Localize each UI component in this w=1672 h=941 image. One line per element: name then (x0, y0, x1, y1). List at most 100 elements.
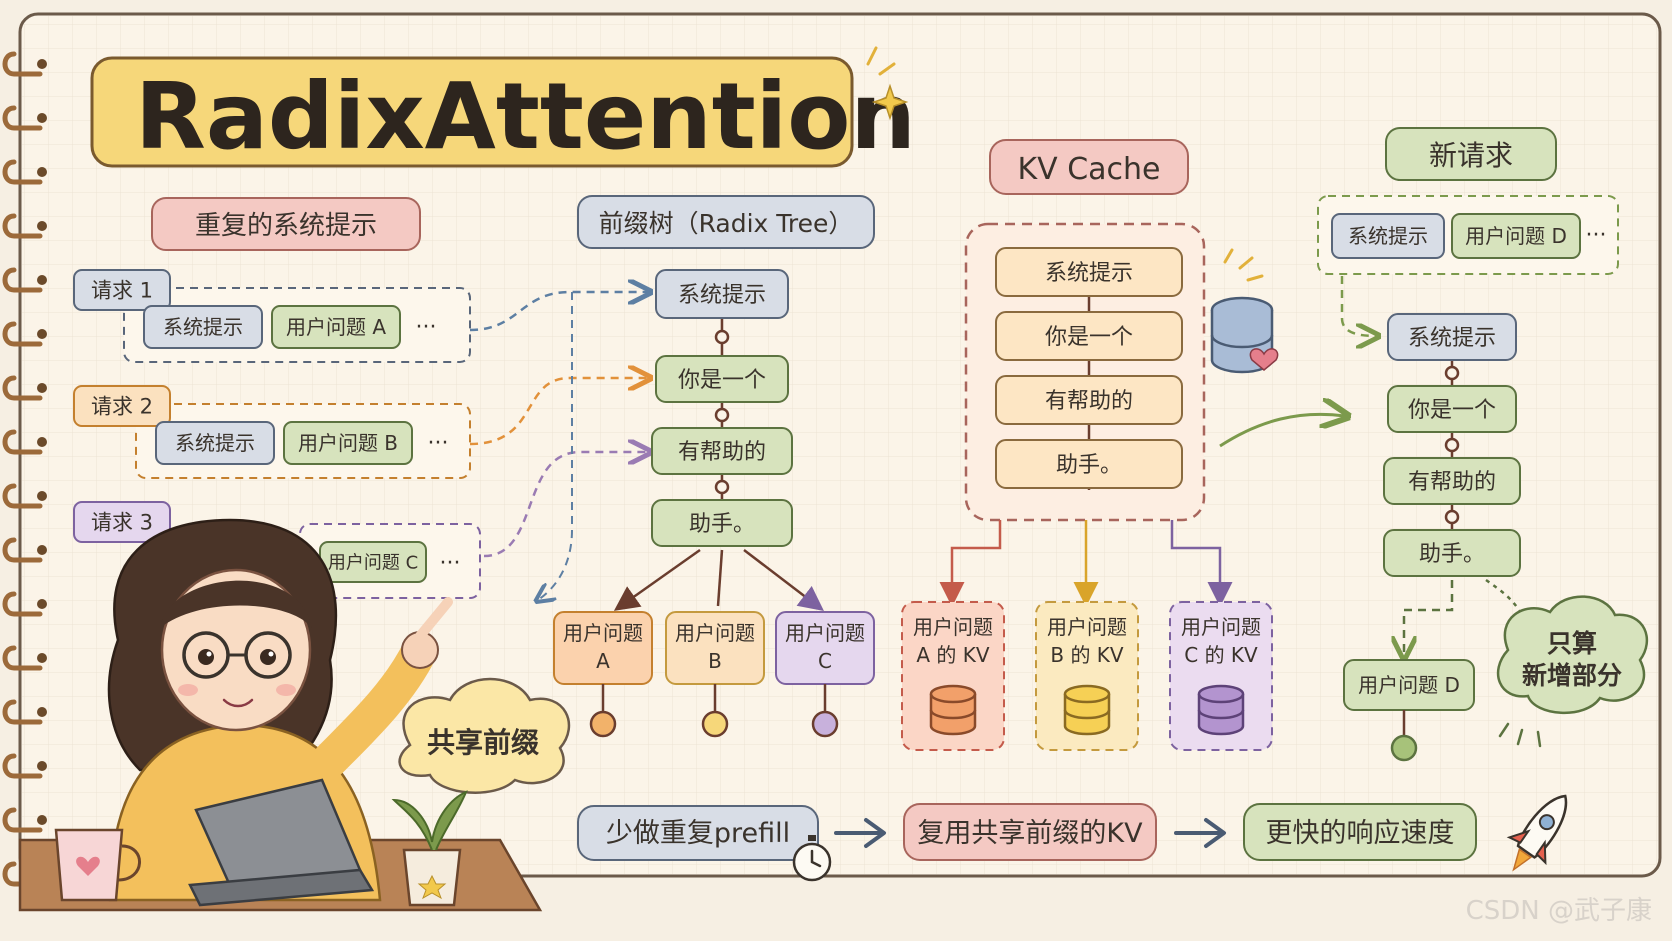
kv-leaf-2-line1: 用户问题 (1047, 615, 1127, 639)
svg-text:只算: 只算 (1547, 629, 1597, 658)
tree-header: 前缀树（Radix Tree） (577, 195, 875, 249)
database-icon (1197, 684, 1245, 736)
svg-text:复用共享前缀的KV: 复用共享前缀的KV (917, 818, 1143, 849)
tree-node-2-label: 你是一个 (678, 368, 766, 393)
svg-text:重复的系统提示: 重复的系统提示 (195, 211, 377, 241)
stopwatch-icon (792, 835, 832, 882)
page-title: RadixAttention (135, 63, 916, 170)
only-compute-bubble: 只算 新增部分 (1496, 595, 1649, 714)
svg-text:共享前缀: 共享前缀 (427, 726, 539, 759)
request-2-system-chip-label: 系统提示 (175, 431, 255, 455)
request-3-question-chip: 用户问题 C (319, 541, 427, 583)
request-1-question-chip-label: 用户问题 A (286, 315, 386, 339)
tree-branch-3 (743, 549, 824, 612)
request-2-tag: 请求 2 (73, 385, 171, 427)
new-request-question-chip-label: 用户问题 D (1465, 224, 1567, 248)
kv-cache-header: KV Cache (989, 139, 1189, 195)
kv-block-1: 系统提示 (995, 247, 1183, 297)
spiral-ring (2, 537, 47, 563)
tree-node-3-label: 有帮助的 (678, 440, 766, 465)
new-tree-connector-dot (1444, 365, 1460, 381)
new-request-arrow (1340, 276, 1376, 336)
svg-text:前缀树（Radix Tree）: 前缀树（Radix Tree） (599, 209, 854, 238)
request-3-tag: 请求 3 (73, 501, 171, 543)
tree-node-2: 你是一个 (655, 355, 789, 403)
new-request-header: 新请求 (1385, 127, 1557, 181)
svg-text:新增部分: 新增部分 (1522, 661, 1622, 690)
spiral-ring (2, 807, 47, 833)
request-3-ellipsis: ··· (440, 551, 461, 576)
request-1: 请求 1 系统提示 用户问题 A ··· (73, 269, 471, 363)
kv-block-3-label: 有帮助的 (1045, 389, 1133, 414)
sparkle-lines-icon (866, 46, 896, 76)
request-3-question-chip-label: 用户问题 C (328, 552, 418, 573)
tree-branch-2 (716, 549, 724, 607)
tree-node-1-label: 系统提示 (678, 283, 766, 308)
tree-branch-1 (613, 548, 701, 611)
kv-leaf-2-line2: B 的 KV (1050, 643, 1124, 667)
svg-text:KV Cache: KV Cache (1017, 152, 1160, 187)
flow-step-3: 更快的响应速度 (1243, 803, 1477, 861)
plant-pot-icon (391, 790, 468, 907)
flow-step-2: 复用共享前缀的KV (903, 803, 1157, 861)
new-tree-node-2: 你是一个 (1387, 385, 1517, 433)
request-3: 请求 3 用户问题 C ··· (73, 501, 481, 599)
request-2-system-chip: 系统提示 (155, 421, 275, 465)
new-tree-branch (1404, 580, 1454, 656)
tree-connector-dot (714, 479, 730, 495)
kv-branch-3 (1170, 520, 1233, 607)
tree-node-4-label: 助手。 (689, 512, 755, 537)
request-1-system-chip-label: 系统提示 (163, 315, 243, 339)
new-tree-node-1: 系统提示 (1387, 313, 1517, 361)
new-request: 系统提示用户问题 D···系统提示你是一个有帮助的助手。用户问题 D (1317, 195, 1619, 762)
coffee-mug-icon (54, 828, 141, 902)
flow-arrow-2 (1174, 818, 1226, 848)
bubble-lines-icon (1498, 722, 1542, 748)
kv-leaf-1-line2: A 的 KV (916, 643, 990, 667)
database-heart-icon (1210, 296, 1279, 374)
tree-connector-dot (714, 329, 730, 345)
new-tree-connector-dot (1444, 509, 1460, 525)
spiral-ring (2, 267, 47, 293)
spiral-ring (2, 429, 47, 455)
shared-prefix-bubble: 共享前缀 (398, 677, 571, 794)
new-tree-leaf-end-dot (1390, 734, 1418, 762)
new-tree-connector-dot (1444, 437, 1460, 453)
new-request-system-chip-label: 系统提示 (1348, 224, 1428, 248)
tree-leaf-1-line1: 用户问题 (563, 621, 643, 645)
request-1-ellipsis: ··· (416, 315, 437, 340)
spiral-ring (2, 699, 47, 725)
kv-block-2: 你是一个 (995, 311, 1183, 361)
new-tree-leaf: 用户问题 D (1343, 659, 1475, 711)
rocket-icon (1506, 794, 1568, 872)
spiral-ring (2, 591, 47, 617)
tree-leaf-3-line2: C (818, 649, 832, 673)
new-tree-leaf-label: 用户问题 D (1358, 673, 1460, 697)
kv-leaf-1-line1: 用户问题 (913, 615, 993, 639)
requests-header: 重复的系统提示 (151, 197, 421, 251)
title-banner: RadixAttention (90, 56, 916, 170)
tree-connector-dot (714, 407, 730, 423)
spiral-ring (2, 753, 47, 779)
kv-block-4: 助手。 (995, 439, 1183, 489)
svg-text:更快的响应速度: 更快的响应速度 (1266, 818, 1455, 849)
tree-node-1: 系统提示 (655, 269, 789, 319)
request2-arrow (469, 378, 648, 446)
database-icon (929, 684, 977, 736)
tree-leaf-end-dot (811, 710, 839, 738)
flow-arrow-1 (834, 818, 886, 848)
request-1-tag-label: 请求 1 (91, 279, 153, 303)
tree-node-4: 助手。 (651, 499, 793, 547)
tree-node-3: 有帮助的 (651, 427, 793, 475)
kv-leaf-1: 用户问题 A 的 KV (901, 601, 1005, 751)
new-tree-node-3-label: 有帮助的 (1408, 470, 1496, 495)
shine-icon (1223, 248, 1264, 282)
request-2-question-chip-label: 用户问题 B (298, 431, 398, 455)
laptop-icon (188, 778, 375, 907)
